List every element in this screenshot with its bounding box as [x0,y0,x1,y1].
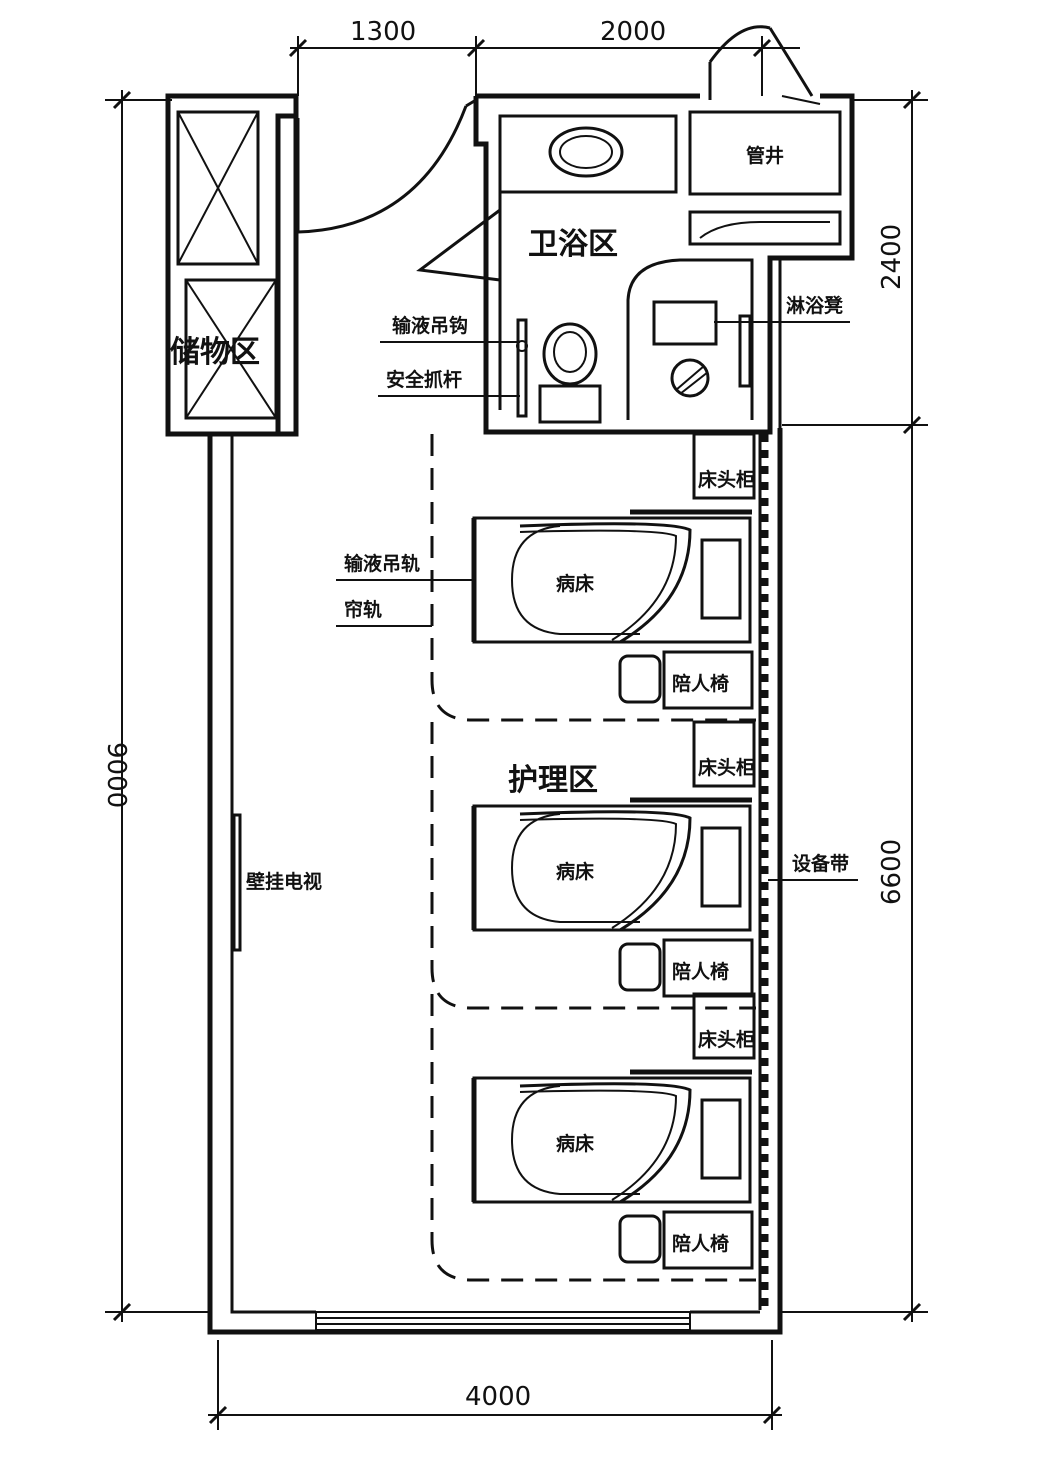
bed-pillow [700,538,742,620]
entrance-door [296,98,477,234]
hospital-bed [472,516,752,644]
bed-sheet [519,810,692,932]
companion-chair-label: 陪人椅 [672,1232,729,1255]
chair-seat [618,1214,662,1264]
label-wall-tv: 壁挂电视 [246,870,322,893]
dim-top-right: 2000 [600,17,666,47]
bedside-cabinet [692,992,756,1060]
label-curtain-track: 帘轨 [344,598,382,621]
label-equipment-belt: 设备带 [792,852,849,875]
dim-right-lower: 6600 [877,839,907,905]
companion-chair [662,1210,754,1270]
hospital-bed [472,804,752,932]
bedside-cabinet-label: 床头柜 [698,1028,755,1051]
label-shower-stool: 淋浴凳 [786,294,844,317]
zone-bathroom: 卫浴区 [528,227,618,262]
wall-tv-icon [232,813,242,952]
zone-nursing: 护理区 [508,763,598,798]
bed-sheet [519,1082,692,1204]
bed-pillow [700,826,742,908]
bedside-cabinet-label: 床头柜 [698,468,755,491]
label-infusion-hook: 输液吊钩 [392,314,468,337]
bed-pillow [700,1098,742,1180]
label-grab-bar: 安全抓杆 [386,368,462,391]
equipment-belt [758,434,769,1310]
storage-cabinets [176,110,278,420]
bedside-cabinet-label: 床头柜 [698,756,755,779]
companion-chair [662,938,754,998]
dim-left-total: 9000 [101,742,131,808]
chair-seat [618,942,662,992]
hospital-bed-label: 病床 [556,860,594,883]
dim-bottom: 4000 [465,1382,531,1412]
curtain-track-outline [430,994,756,1282]
label-pipe-shaft: 管井 [746,144,784,167]
hospital-bed-label: 病床 [556,1132,594,1155]
zone-storage: 储物区 [170,335,260,370]
label-infusion-track: 输液吊轨 [344,552,420,575]
hospital-bed [472,1076,752,1204]
bed-mattress [510,525,640,635]
bedside-cabinet [692,720,756,788]
bedside-cabinet [692,432,756,500]
companion-chair-label: 陪人椅 [672,672,729,695]
curtain-track-outline [430,722,756,1010]
hospital-bed-label: 病床 [556,572,594,595]
companion-chair [662,650,754,710]
shaft-door [708,25,821,105]
chair-seat [618,654,662,704]
bed-sheet [519,522,692,644]
curtain-track-outline [430,434,756,722]
dim-right-upper: 2400 [877,224,907,290]
dimension-lines [105,36,928,1430]
dim-top-left: 1300 [350,17,416,47]
companion-chair-label: 陪人椅 [672,960,729,983]
bed-mattress [510,1085,640,1195]
bed-mattress [510,813,640,923]
